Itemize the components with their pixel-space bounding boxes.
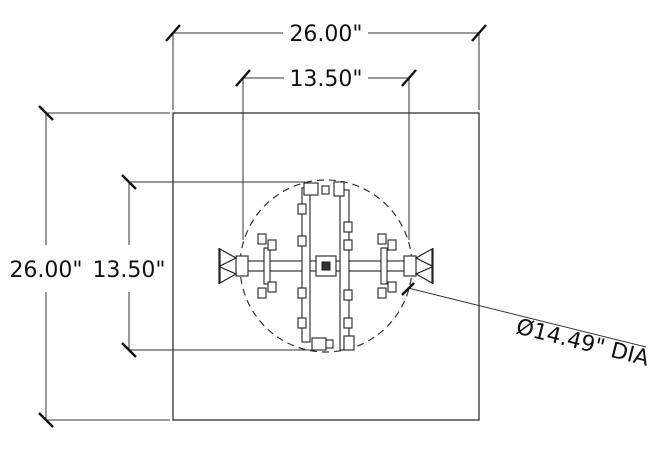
top-inner-dimension: 13.50" <box>235 67 417 240</box>
left-inner-dimension-label: 13.50" <box>92 258 165 283</box>
top-outer-dimension: 26.00" <box>165 22 487 110</box>
top-inner-dimension-label: 13.50" <box>289 67 362 92</box>
left-inner-dimension: 13.50" <box>92 174 315 358</box>
diameter-leader: Ø14.49" DIA <box>401 282 652 372</box>
top-outer-dimension-label: 26.00" <box>289 22 362 47</box>
burner-manifold <box>218 181 434 351</box>
left-outer-dimension: 26.00" <box>9 105 170 428</box>
outer-square-outline <box>172 112 480 421</box>
left-outer-dimension-label: 26.00" <box>9 258 82 283</box>
diameter-label: Ø14.49" DIA <box>514 315 652 372</box>
